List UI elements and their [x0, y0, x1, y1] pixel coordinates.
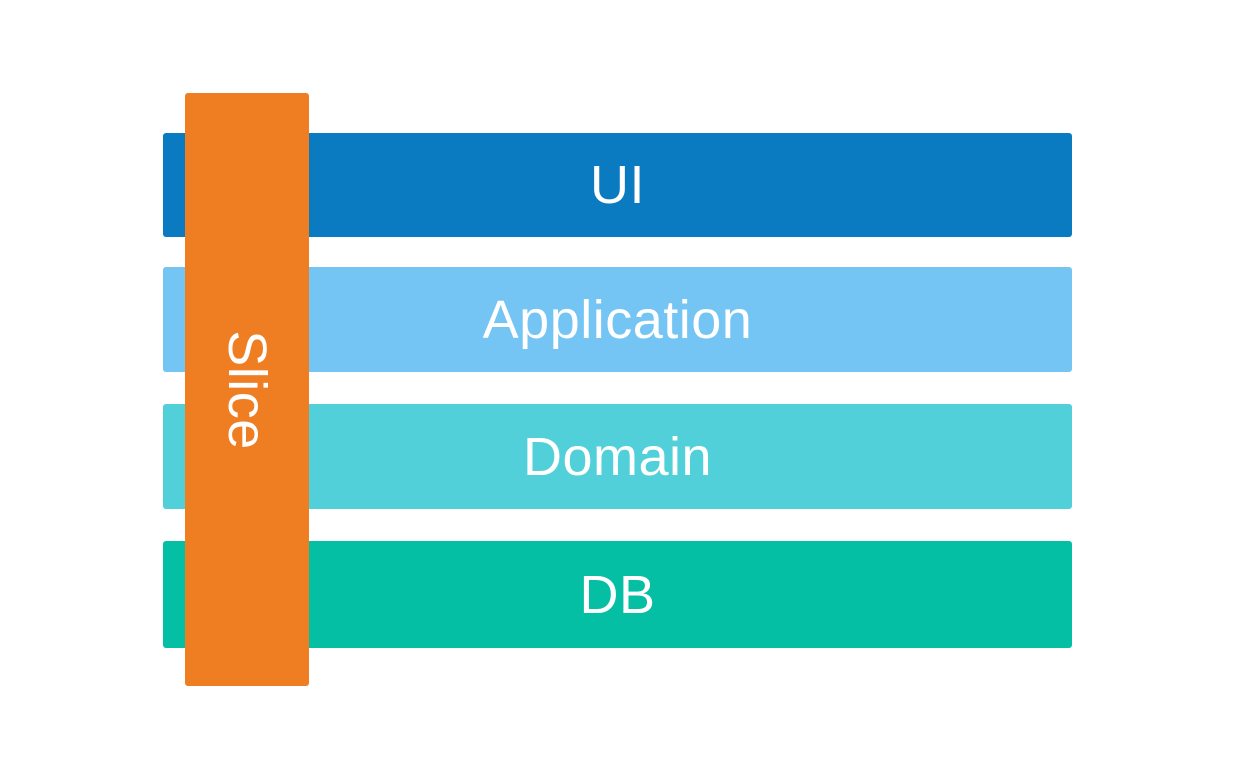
slice-label: Slice	[216, 329, 277, 450]
layer-bar-domain[interactable]: Domain	[163, 404, 1072, 509]
layer-bar-ui[interactable]: UI	[163, 133, 1072, 237]
layer-bar-db[interactable]: DB	[163, 541, 1072, 648]
layer-label-domain: Domain	[522, 426, 713, 487]
layer-label-db: DB	[579, 564, 656, 625]
slice-column[interactable]: Slice	[185, 93, 309, 686]
layer-bar-application[interactable]: Application	[163, 267, 1072, 372]
layer-label-ui: UI	[590, 155, 645, 215]
layer-label-application: Application	[482, 289, 753, 350]
